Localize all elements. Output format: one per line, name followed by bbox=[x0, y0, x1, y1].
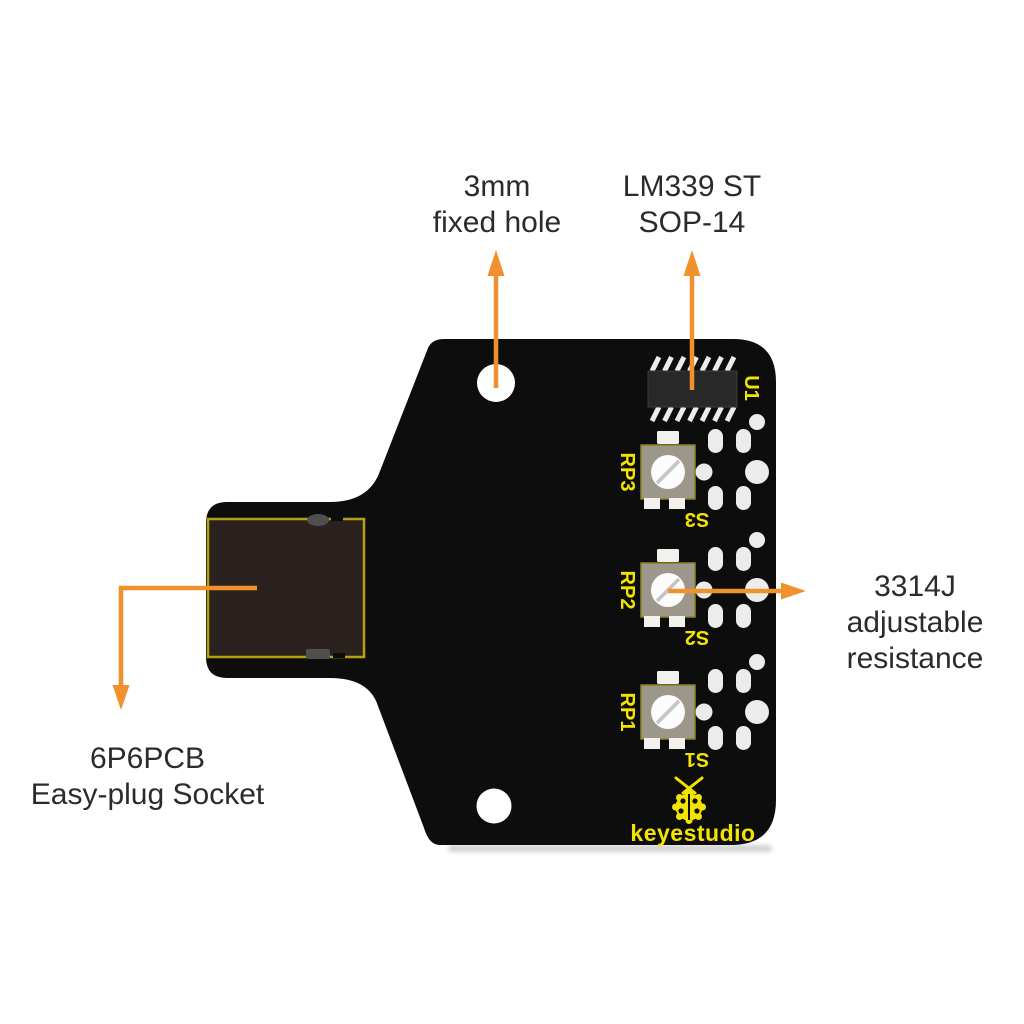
solder-pad bbox=[708, 604, 723, 628]
label-ic-chip: LM339 ST SOP-14 bbox=[574, 169, 810, 241]
socket-latch-top bbox=[307, 514, 329, 526]
switch-s3-label: S3 bbox=[685, 508, 709, 530]
pot-rp3-label: RP3 bbox=[616, 453, 638, 492]
ladybug-spot bbox=[692, 798, 698, 804]
label-adjustable-resistance: 3314J adjustable resistance bbox=[797, 569, 1024, 677]
pot-dial-slot bbox=[655, 699, 681, 725]
arrow-head-socket bbox=[112, 685, 130, 710]
solder-pad bbox=[749, 532, 765, 548]
pot-dial-slot bbox=[655, 459, 681, 485]
solder-pad bbox=[708, 429, 723, 453]
label-socket: 6P6PCB Easy-plug Socket bbox=[0, 741, 295, 813]
label-line: fixed hole bbox=[432, 206, 562, 239]
switch-s1-label: S1 bbox=[685, 748, 709, 770]
socket-latch-bottom bbox=[306, 649, 330, 659]
pot-rp2-label: RP2 bbox=[616, 571, 638, 610]
solder-pad bbox=[695, 463, 713, 481]
solder-pad bbox=[745, 700, 769, 724]
arrow-head-fixed-hole bbox=[487, 250, 505, 276]
ic-designator-label: U1 bbox=[740, 375, 762, 401]
ladybug-antennae bbox=[674, 776, 704, 795]
label-line: SOP-14 bbox=[638, 206, 746, 239]
leader-line-socket bbox=[118, 585, 257, 690]
potentiometer-rp1: RP1 S1 bbox=[616, 654, 769, 770]
brand-name: keyestudio bbox=[630, 820, 755, 846]
solder-pad bbox=[695, 703, 713, 721]
solder-pad bbox=[708, 547, 723, 571]
fixed-hole-bottom bbox=[476, 788, 512, 824]
pcb-board-outline bbox=[206, 339, 776, 845]
pot-tab bbox=[657, 431, 679, 444]
solder-pad bbox=[736, 726, 751, 750]
solder-pad bbox=[749, 414, 765, 430]
solder-pad bbox=[736, 669, 751, 693]
brand-logo: keyestudio bbox=[630, 776, 755, 846]
arrow-head-resistance bbox=[781, 582, 806, 600]
label-line: adjustable bbox=[846, 606, 984, 639]
label-line: resistance bbox=[846, 642, 984, 675]
pot-tab bbox=[669, 738, 685, 749]
solder-pad bbox=[736, 604, 751, 628]
socket-notch bbox=[331, 516, 343, 521]
pot-tab bbox=[644, 616, 660, 627]
pot-tab bbox=[657, 671, 679, 684]
label-line: LM339 ST bbox=[622, 170, 762, 203]
pot-tab bbox=[644, 498, 660, 509]
label-line: 3314J bbox=[874, 570, 956, 603]
solder-pad bbox=[708, 669, 723, 693]
board-shadow bbox=[448, 845, 772, 852]
solder-pad bbox=[749, 654, 765, 670]
pot-tab bbox=[657, 549, 679, 562]
label-line: Easy-plug Socket bbox=[30, 778, 265, 811]
switch-s2-label: S2 bbox=[685, 626, 709, 648]
solder-pad bbox=[736, 547, 751, 571]
pot-tab bbox=[669, 498, 685, 509]
solder-pad bbox=[745, 460, 769, 484]
ladybug-spot bbox=[680, 798, 686, 804]
ladybug-icon bbox=[672, 776, 706, 824]
label-fixed-hole: 3mm fixed hole bbox=[379, 169, 615, 241]
pot-tab bbox=[669, 616, 685, 627]
solder-pad bbox=[736, 429, 751, 453]
label-line: 6P6PCB bbox=[89, 742, 206, 775]
callout-arrows bbox=[112, 250, 806, 710]
pot-tab bbox=[644, 738, 660, 749]
ladybug-spot bbox=[678, 808, 684, 814]
socket-notch bbox=[333, 653, 345, 658]
ladybug-spot bbox=[694, 808, 700, 814]
label-line: 3mm bbox=[463, 170, 531, 203]
arrow-head-ic bbox=[683, 250, 701, 276]
potentiometer-rp3: RP3 S3 bbox=[616, 414, 769, 530]
ic-pins-bottom bbox=[649, 405, 737, 423]
solder-pad bbox=[736, 486, 751, 510]
pot-rp1-label: RP1 bbox=[616, 693, 638, 732]
solder-pad bbox=[708, 726, 723, 750]
solder-pad bbox=[708, 486, 723, 510]
